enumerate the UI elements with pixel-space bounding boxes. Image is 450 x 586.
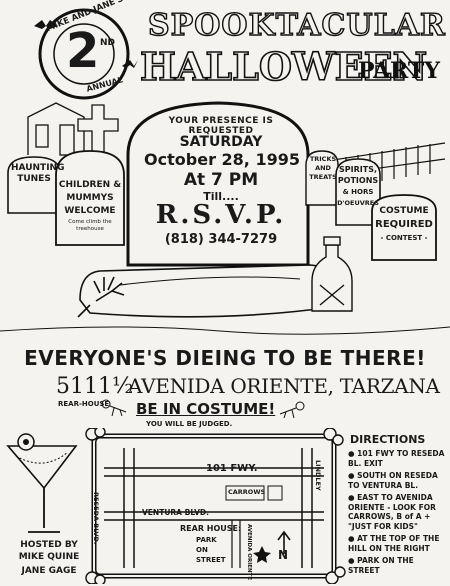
map-freeway: 101 FWY.	[206, 463, 258, 474]
map-rear-house-3: ON	[196, 546, 208, 554]
host-name-2: JANE GAGE	[21, 566, 77, 576]
children-line3: WELCOME	[64, 206, 116, 216]
map-rear-house-2: PARK	[196, 536, 217, 544]
hosts-label: HOSTED BY	[20, 540, 78, 550]
children-line1: CHILDREN &	[58, 180, 122, 190]
address-street: AVENIDA ORIENTE, TARZANA	[128, 374, 440, 398]
skeleton-left-icon	[101, 399, 127, 417]
direction-step-text: AT THE TOP OF THE HILL ON THE RIGHT	[348, 534, 440, 553]
map-rear-house-4: STREET	[196, 556, 226, 564]
tombstone-arc-text: YOUR PRESENCE IS REQUESTED	[168, 116, 274, 136]
spirits-line4: D'OEUVRES	[337, 199, 379, 207]
title-line2: HALLOWEEN	[139, 43, 428, 90]
direction-step-text: 101 FWY TO RESEDA BL. EXIT	[348, 449, 445, 468]
direction-step: ● AT THE TOP OF THE HILL ON THE RIGHT	[348, 534, 440, 553]
map-lindley: LINDLEY	[314, 460, 322, 491]
map-ventura: VENTURA BLVD.	[142, 508, 209, 517]
directions-heading: DIRECTIONS	[350, 433, 426, 446]
map-north: N	[278, 548, 289, 562]
tombstone-time: At 7 PM	[183, 170, 259, 190]
map-reseda: RESEDA BLVD.	[92, 492, 100, 545]
costume-line1: COSTUME	[379, 206, 429, 216]
map-rear-house-1: REAR HOUSE:	[180, 524, 242, 533]
judged-note: YOU WILL BE JUDGED.	[146, 420, 233, 428]
spirits-line3: & HORS	[342, 188, 374, 196]
direction-step-text: EAST TO AVENIDA ORIENTE - LOOK FOR CARRO…	[348, 493, 436, 531]
graveyard-scene	[0, 101, 450, 335]
address-number: 5111½	[56, 374, 134, 399]
spirits-line2: POTIONS	[337, 176, 379, 185]
costume-note: BE IN COSTUME!	[136, 400, 276, 418]
map-carrows: CARROWS	[228, 488, 266, 496]
direction-step: ● 101 FWY TO RESEDA BL. EXIT	[348, 449, 445, 468]
haunting-tunes: HAUNTING TUNES	[11, 163, 65, 184]
spirits-line1: SPIRITS,	[339, 165, 377, 174]
tombstone-till: Till....	[203, 190, 239, 203]
open-grave	[79, 264, 336, 318]
direction-step-text: PARK ON THE STREET	[348, 556, 414, 575]
direction-step: ● SOUTH ON RESEDA TO VENTURA BL.	[348, 471, 438, 490]
badge-suffix: ND	[100, 38, 116, 48]
main-tombstone	[126, 101, 310, 267]
potion-bottle-icon	[311, 236, 353, 312]
stone-costume	[371, 194, 437, 261]
host-name-1: MIKE QUINE	[18, 552, 80, 562]
tricks-treats: TRICKS AND TREATS	[309, 155, 337, 181]
skeleton-right-icon	[279, 401, 305, 419]
stone-spirits	[335, 158, 381, 226]
costume-line3: - CONTEST -	[380, 234, 428, 242]
costume-line2: REQUIRED	[375, 219, 433, 230]
tombstone-date: October 28, 1995	[144, 150, 300, 169]
children-note: Come climb the treehouse	[68, 219, 112, 232]
direction-step-text: SOUTH ON RESEDA TO VENTURA BL.	[348, 471, 438, 490]
direction-step: ● PARK ON THE STREET	[348, 556, 414, 575]
tombstone-day: SATURDAY	[179, 134, 263, 150]
skeleton-hand-icon	[77, 276, 125, 318]
tombstone-rsvp: R.S.V.P.	[155, 200, 287, 230]
direction-step: ● EAST TO AVENIDA ORIENTE - LOOK FOR CAR…	[348, 493, 436, 531]
map-frame	[85, 428, 346, 584]
title-line1: SPOOKTACULAR	[147, 7, 446, 43]
stone-children	[55, 150, 125, 246]
badge-graphic	[34, 8, 138, 100]
directions-list: ● 101 FWY TO RESEDA BL. EXIT ● SOUTH ON …	[348, 449, 446, 575]
children-line2: MUMMYS	[66, 193, 114, 203]
title-line3: PARTY	[358, 58, 440, 84]
headline: EVERYONE'S DIEING TO BE THERE!	[24, 346, 426, 370]
stone-tricks	[305, 150, 339, 206]
crypt	[27, 102, 85, 156]
map-oriente: AVENIDA ORIENTE	[246, 524, 252, 581]
martini-glass-icon	[6, 433, 78, 533]
annual-badge: MIKE AND JANE'S 2 ND ANNUAL	[30, 0, 138, 104]
north-arrow-icon	[277, 530, 291, 554]
address-rear-house: REAR-HOUSE	[58, 400, 110, 408]
badge-number: 2	[66, 23, 100, 79]
tombstone-phone: (818) 344-7279	[164, 232, 278, 247]
